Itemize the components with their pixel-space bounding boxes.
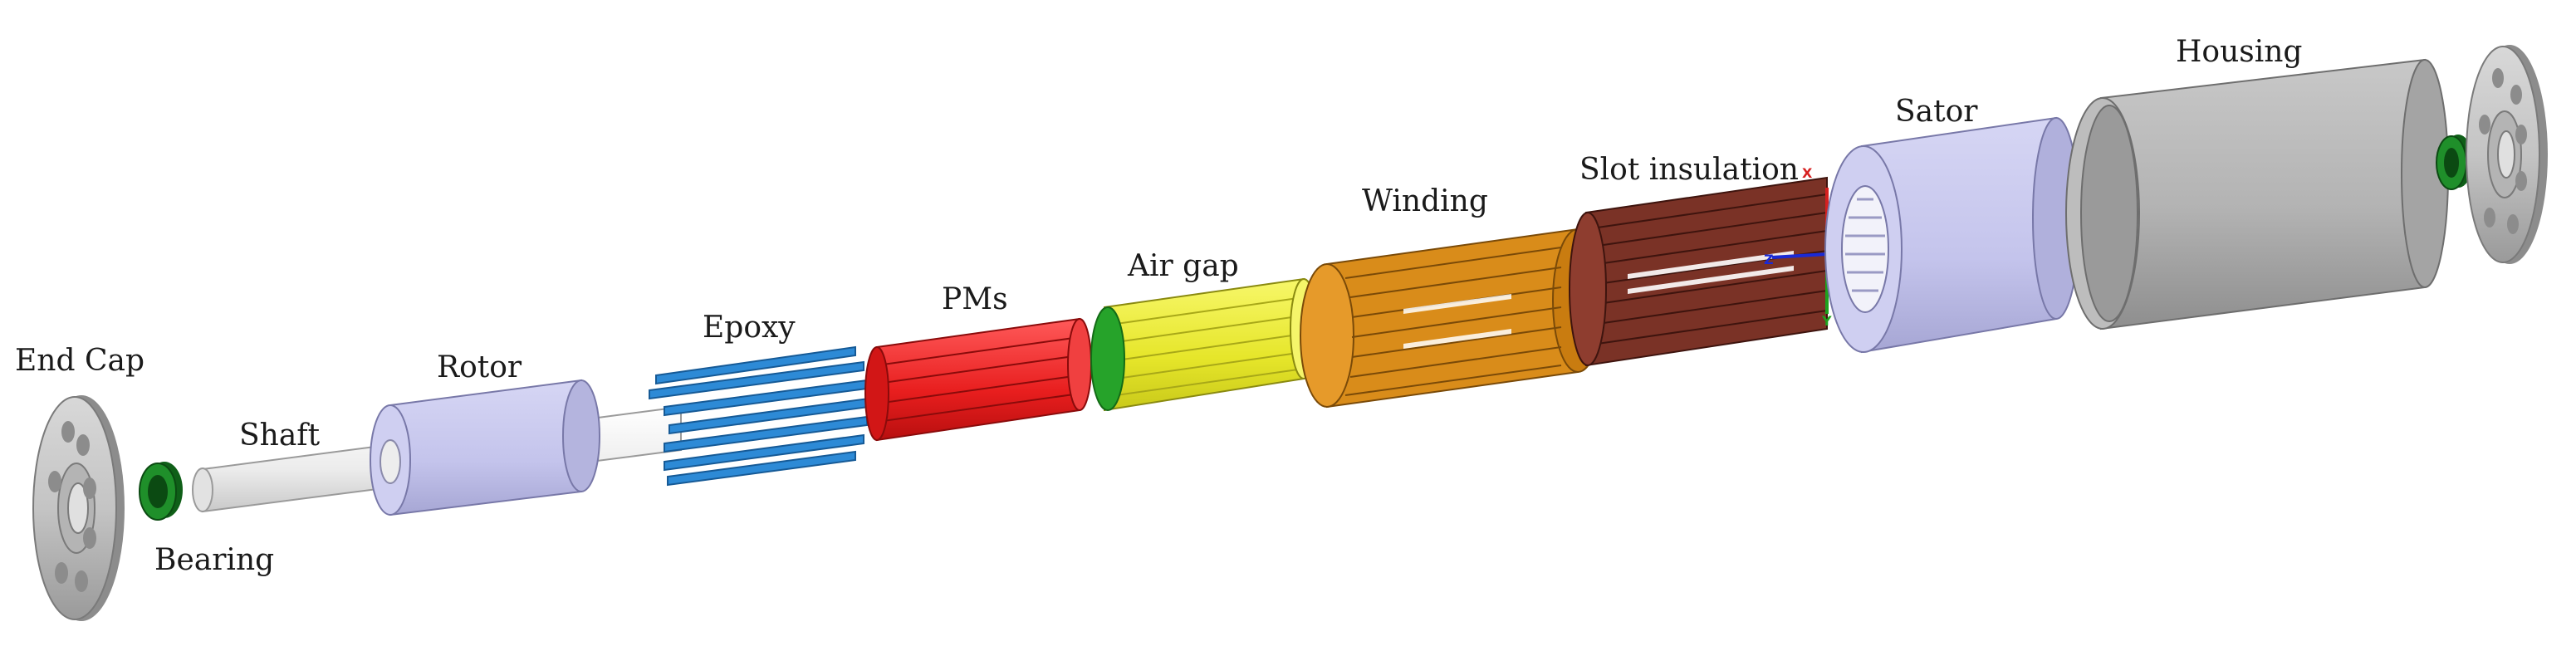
label-end-cap: End Cap: [15, 344, 144, 378]
winding: [1300, 228, 1604, 409]
label-rotor: Rotor: [437, 350, 522, 384]
end-cap-right: [2466, 45, 2548, 264]
label-epoxy: Epoxy: [703, 311, 796, 345]
permanent-magnets: [864, 317, 1092, 442]
triad-x-label: X: [1802, 165, 1813, 181]
label-housing: Housing: [2176, 35, 2302, 69]
bearing-left: [139, 462, 183, 521]
triad-y-label: Y: [1821, 313, 1832, 329]
air-gap: [1090, 277, 1318, 412]
label-shaft: Shaft: [239, 418, 321, 453]
label-air-gap: Air gap: [1127, 249, 1239, 283]
bearing-right: [2436, 135, 2473, 190]
rotor: [370, 379, 600, 516]
stator: [1824, 116, 2080, 354]
label-winding: Winding: [1362, 184, 1488, 218]
epoxy: [649, 345, 869, 487]
triad-z-label: Z: [1764, 252, 1774, 267]
label-slot-insulation: Slot insulation: [1579, 153, 1799, 187]
end-cap-left: [32, 395, 125, 621]
slot-insulation: [1569, 176, 1828, 367]
label-bearing: Bearing: [154, 543, 274, 577]
z-axis-arrow: [1771, 252, 1828, 259]
housing: [2065, 58, 2449, 330]
label-pms: PMs: [942, 282, 1008, 316]
label-sator: Sator: [1895, 95, 1978, 129]
